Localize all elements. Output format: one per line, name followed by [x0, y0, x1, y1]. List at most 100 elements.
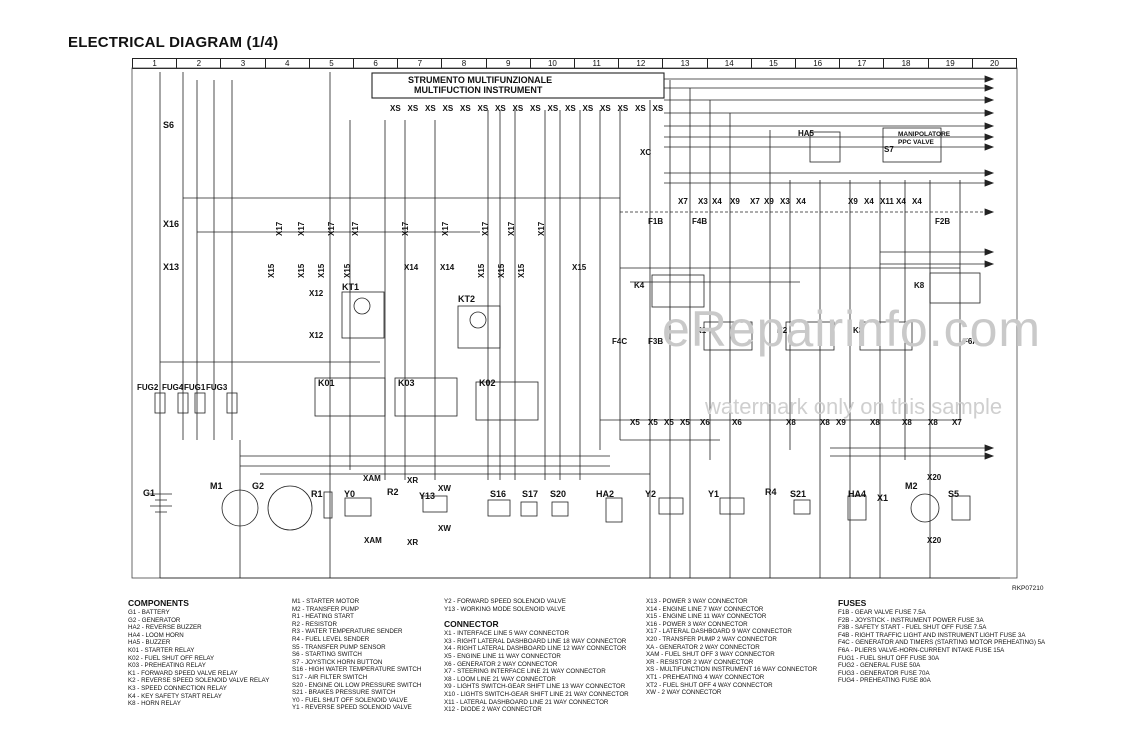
continuation-arrow-icon	[984, 452, 995, 460]
continuation-arrow-icon	[984, 96, 995, 104]
connector-label: X9	[848, 197, 858, 206]
ppc-valve-title-1: MANIPOLATORE	[898, 131, 951, 138]
legend-item: Y2 - FORWARD SPEED SOLENOID VALVE	[444, 598, 566, 605]
legend-item: S20 - ENGINE OIL LOW PRESSURE SWITCH	[292, 681, 422, 689]
legend-item: FUG1 - FUEL SHUT OFF FUSE 30A	[838, 654, 940, 662]
legend-item: F2B - JOYSTICK - INSTRUMENT POWER FUSE 3…	[838, 616, 984, 624]
legend-item: S6 - STARTING SWITCH	[292, 651, 362, 659]
legend-item: HA5 - BUZZER	[128, 639, 171, 647]
column-index-15: 15	[752, 59, 797, 68]
legend-item: K03 - PREHEATING RELAY	[128, 662, 206, 670]
legend-item: X9 - LIGHTS SWITCH-GEAR SHIFT LINE 13 WA…	[444, 683, 626, 691]
legend-item: HA2 - REVERSE BUZZER	[128, 624, 202, 632]
connector-label: X17	[481, 221, 490, 236]
legend-item: X12 - DIODE 2 WAY CONNECTOR	[444, 706, 542, 714]
label-k03: K03	[398, 378, 415, 388]
label-s6: S6	[163, 120, 174, 130]
connector-label: XS	[390, 104, 401, 113]
connector-label: X7	[678, 197, 688, 206]
connector-label: X8	[928, 418, 938, 427]
legend-connector-heading: CONNECTOR	[444, 619, 499, 630]
connector-label: X17	[275, 221, 284, 236]
continuation-arrow-icon	[984, 84, 995, 92]
connector-label: X15	[297, 263, 306, 278]
legend-item: R2 - RESISTOR	[292, 620, 337, 628]
column-index-13: 13	[663, 59, 708, 68]
legend-components-heading: COMPONENTS	[128, 598, 189, 608]
connector-label: X15	[317, 263, 326, 278]
connector-label: XS	[618, 104, 629, 113]
label-y13: Y13	[419, 491, 435, 501]
connector-label: X7	[952, 418, 962, 427]
label-xc: XC	[640, 148, 651, 157]
connector-label: X8	[820, 418, 830, 427]
label-s21: S21	[790, 489, 806, 499]
continuation-arrow-icon	[984, 109, 995, 117]
continuation-arrow-icon	[984, 260, 995, 268]
label-f4b: F4B	[692, 217, 707, 226]
label-k01: K01	[318, 378, 335, 388]
legend-item: K2 - REVERSE SPEED SOLENOID VALVE RELAY	[128, 677, 270, 685]
legend-item: S21 - BRAKES PRESSURE SWITCH	[292, 689, 396, 697]
label-x13: X13	[163, 262, 179, 272]
label-r2: R2	[387, 487, 399, 497]
connector-label: X17	[327, 221, 336, 236]
column-index-5: 5	[310, 59, 355, 68]
label-x20-bottom: X20	[927, 536, 942, 545]
label-s5: S5	[948, 489, 959, 499]
connector-label: XS	[443, 104, 454, 113]
label-m2: M2	[905, 481, 918, 491]
connector-label: XS	[425, 104, 436, 113]
connector-label: X4	[712, 197, 722, 206]
connector-label: X4	[912, 197, 922, 206]
continuation-arrow-icon	[984, 179, 995, 187]
label-fug1: FUG1	[184, 383, 206, 392]
label-kt1: KT1	[342, 282, 359, 292]
label-k4: K4	[634, 281, 645, 290]
label-y0: Y0	[344, 489, 355, 499]
connector-label: XS	[530, 104, 541, 113]
connector-label: X7	[750, 197, 760, 206]
legend-item: XT1 - PREHEATING 4 WAY CONNECTOR	[646, 673, 765, 681]
connector-label: X4	[796, 197, 806, 206]
label-s16: S16	[490, 489, 506, 499]
legend-item: F4B - RIGHT TRAFFIC LIGHT AND INSTRUMENT…	[838, 631, 1026, 639]
legend-item: X14 - ENGINE LINE 7 WAY CONNECTOR	[646, 605, 764, 613]
connector-label: XS	[513, 104, 524, 113]
figure-code: RKP07210	[1012, 585, 1044, 592]
label-x12: X12	[309, 289, 324, 298]
legend-item: XS - MULTIFUNCTION INSTRUMENT 16 WAY CON…	[646, 666, 818, 674]
label-ha2: HA2	[596, 489, 614, 499]
legend-item: X7 - STEERING INTERFACE LINE 21 WAY CONN…	[444, 668, 606, 676]
instrument-title-1: STRUMENTO MULTIFUNZIONALE	[408, 75, 552, 85]
connector-label: X8	[786, 418, 796, 427]
connector-label: X4	[864, 197, 874, 206]
label-g2: G2	[252, 481, 264, 491]
legend-item: X3 - RIGHT LATERAL DASHBOARD LINE 18 WAY…	[444, 637, 627, 645]
legend-item: XA - GENERATOR 2 WAY CONNECTOR	[646, 643, 760, 651]
connector-label: X6	[732, 418, 742, 427]
legend-item: XT2 - FUEL SHUT OFF 4 WAY CONNECTOR	[646, 681, 773, 689]
connector-label: X15	[517, 263, 526, 278]
legend-item: XW - 2 WAY CONNECTOR	[646, 689, 722, 697]
legend-item: R4 - FUEL LEVEL SENDER	[292, 635, 370, 643]
column-index-8: 8	[442, 59, 487, 68]
label-fug3: FUG3	[206, 383, 228, 392]
column-index-1: 1	[133, 59, 178, 68]
label-xw: XW	[438, 484, 451, 493]
connector-label: X11	[880, 197, 894, 206]
continuation-arrow-icon	[984, 75, 995, 83]
legend-item: X15 - ENGINE LINE 11 WAY CONNECTOR	[646, 613, 767, 621]
connector-label: X6	[700, 418, 710, 427]
connector-label: XS	[635, 104, 646, 113]
column-index-10: 10	[531, 59, 576, 68]
legend-item: XR - RESISTOR 2 WAY CONNECTOR	[646, 658, 754, 666]
connector-label: X17	[351, 221, 360, 236]
column-index-12: 12	[619, 59, 664, 68]
legend-item: X16 - POWER 3 WAY CONNECTOR	[646, 620, 748, 628]
label-x20: X20	[927, 473, 942, 482]
